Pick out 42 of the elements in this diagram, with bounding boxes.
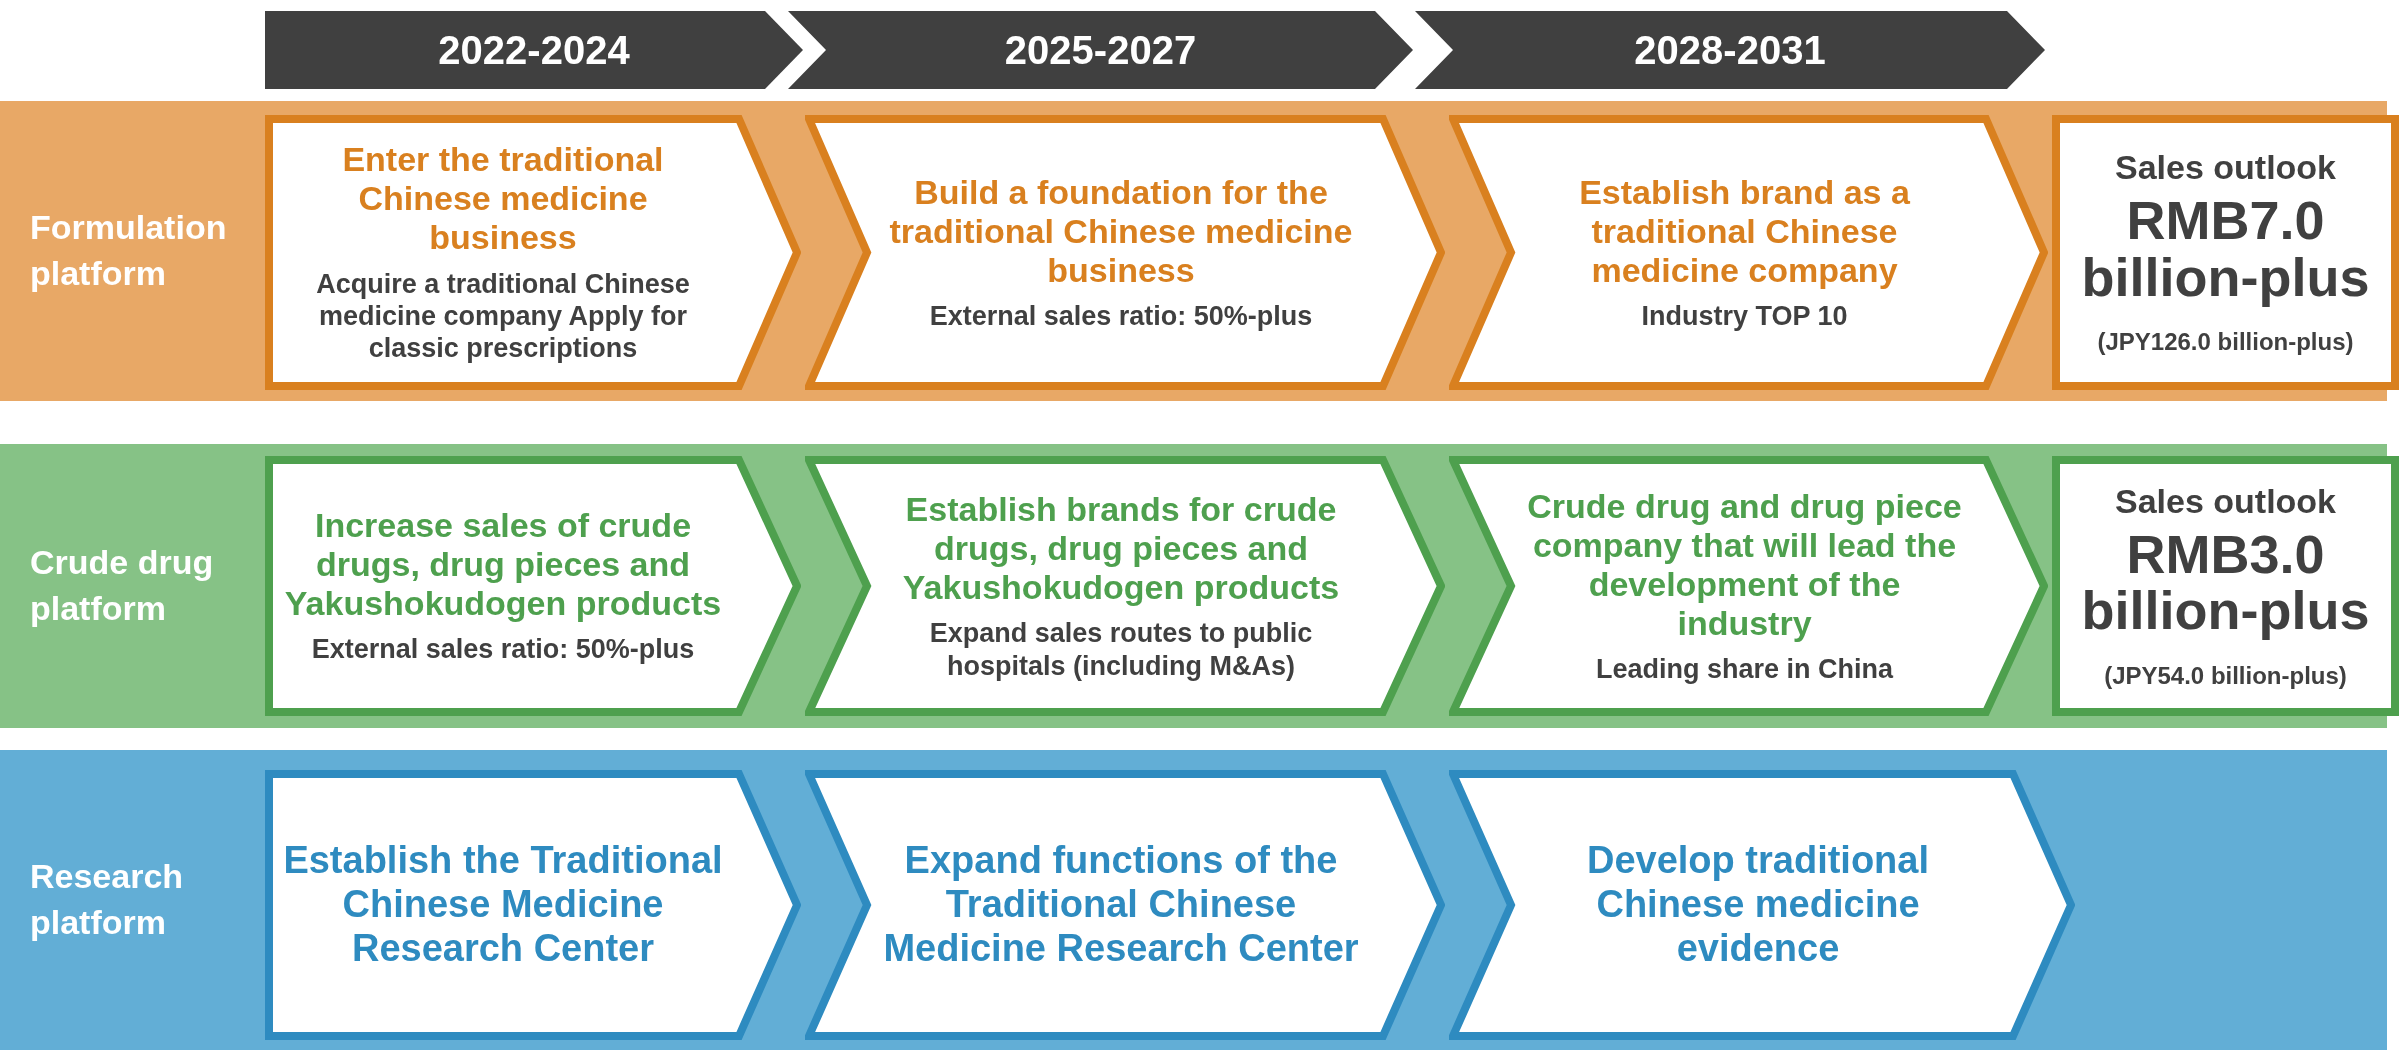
platform-label: Research platform bbox=[30, 856, 185, 943]
step-box bbox=[265, 770, 801, 1040]
sales-figure: RMB3.0 billion-plus bbox=[2080, 525, 2371, 639]
step-detail: Expand sales routes to public hospitals (including M&As) bbox=[928, 617, 1314, 683]
sales-note: (JPY126.0 billion-plus) bbox=[2097, 329, 2354, 355]
step-box bbox=[1449, 115, 2048, 390]
step-box bbox=[805, 115, 1445, 390]
sales-figure: RMB7.0 billion-plus bbox=[2080, 192, 2371, 306]
period-banner bbox=[1415, 11, 2045, 89]
step-box bbox=[805, 456, 1445, 716]
step-heading: Develop traditional Chinese medicine evidence bbox=[1585, 839, 1931, 971]
step-box bbox=[265, 115, 801, 390]
step-heading: Establish the Traditional Chinese Medicine Research Center bbox=[282, 839, 724, 971]
step-heading: Increase sales of crude drugs, drug pieces and Yakushokudogen products bbox=[283, 506, 723, 624]
sales-heading: Sales outlook bbox=[2114, 150, 2337, 187]
period-label: 2022-2024 bbox=[438, 27, 630, 73]
step-box bbox=[1449, 770, 2075, 1040]
step-box bbox=[1449, 456, 2048, 716]
period-label: 2028-2031 bbox=[1634, 27, 1826, 73]
step-box bbox=[805, 770, 1445, 1040]
sales-note: (JPY54.0 billion-plus) bbox=[2104, 662, 2347, 689]
sales-outlook-box bbox=[2052, 115, 2399, 390]
step-heading: Establish brand as a traditional Chinese medicine company bbox=[1578, 172, 1911, 290]
step-heading: Build a foundation for the traditional Chinese medicine business bbox=[888, 172, 1354, 290]
platform-band bbox=[0, 750, 2387, 1050]
step-detail: External sales ratio: 50%-plus bbox=[311, 633, 695, 666]
step-heading: Enter the traditional Chinese medicine business bbox=[341, 140, 665, 258]
platform-label: Formulation platform bbox=[30, 207, 228, 294]
step-heading: Crude drug and drug piece company that will lead the development of the industry bbox=[1526, 486, 1963, 643]
period-label: 2025-2027 bbox=[1004, 27, 1197, 73]
period-banner bbox=[788, 11, 1413, 89]
sales-outlook-box bbox=[2052, 456, 2399, 716]
period-banner bbox=[265, 11, 803, 89]
step-heading: Establish brands for crude drugs, drug pieces and Yakushokudogen products bbox=[901, 489, 1341, 608]
platform-label: Crude drug platform bbox=[30, 542, 215, 629]
step-detail: Industry TOP 10 bbox=[1641, 299, 1848, 333]
step-detail: Leading share in China bbox=[1595, 653, 1894, 686]
step-heading: Expand functions of the Traditional Chinese Medicine Research Center bbox=[882, 839, 1360, 971]
step-detail: Acquire a traditional Chinese medicine company Apply for classic prescriptions bbox=[315, 267, 691, 365]
step-detail: External sales ratio: 50%-plus bbox=[929, 299, 1313, 333]
sales-heading: Sales outlook bbox=[2114, 483, 2337, 520]
step-box bbox=[265, 456, 801, 716]
